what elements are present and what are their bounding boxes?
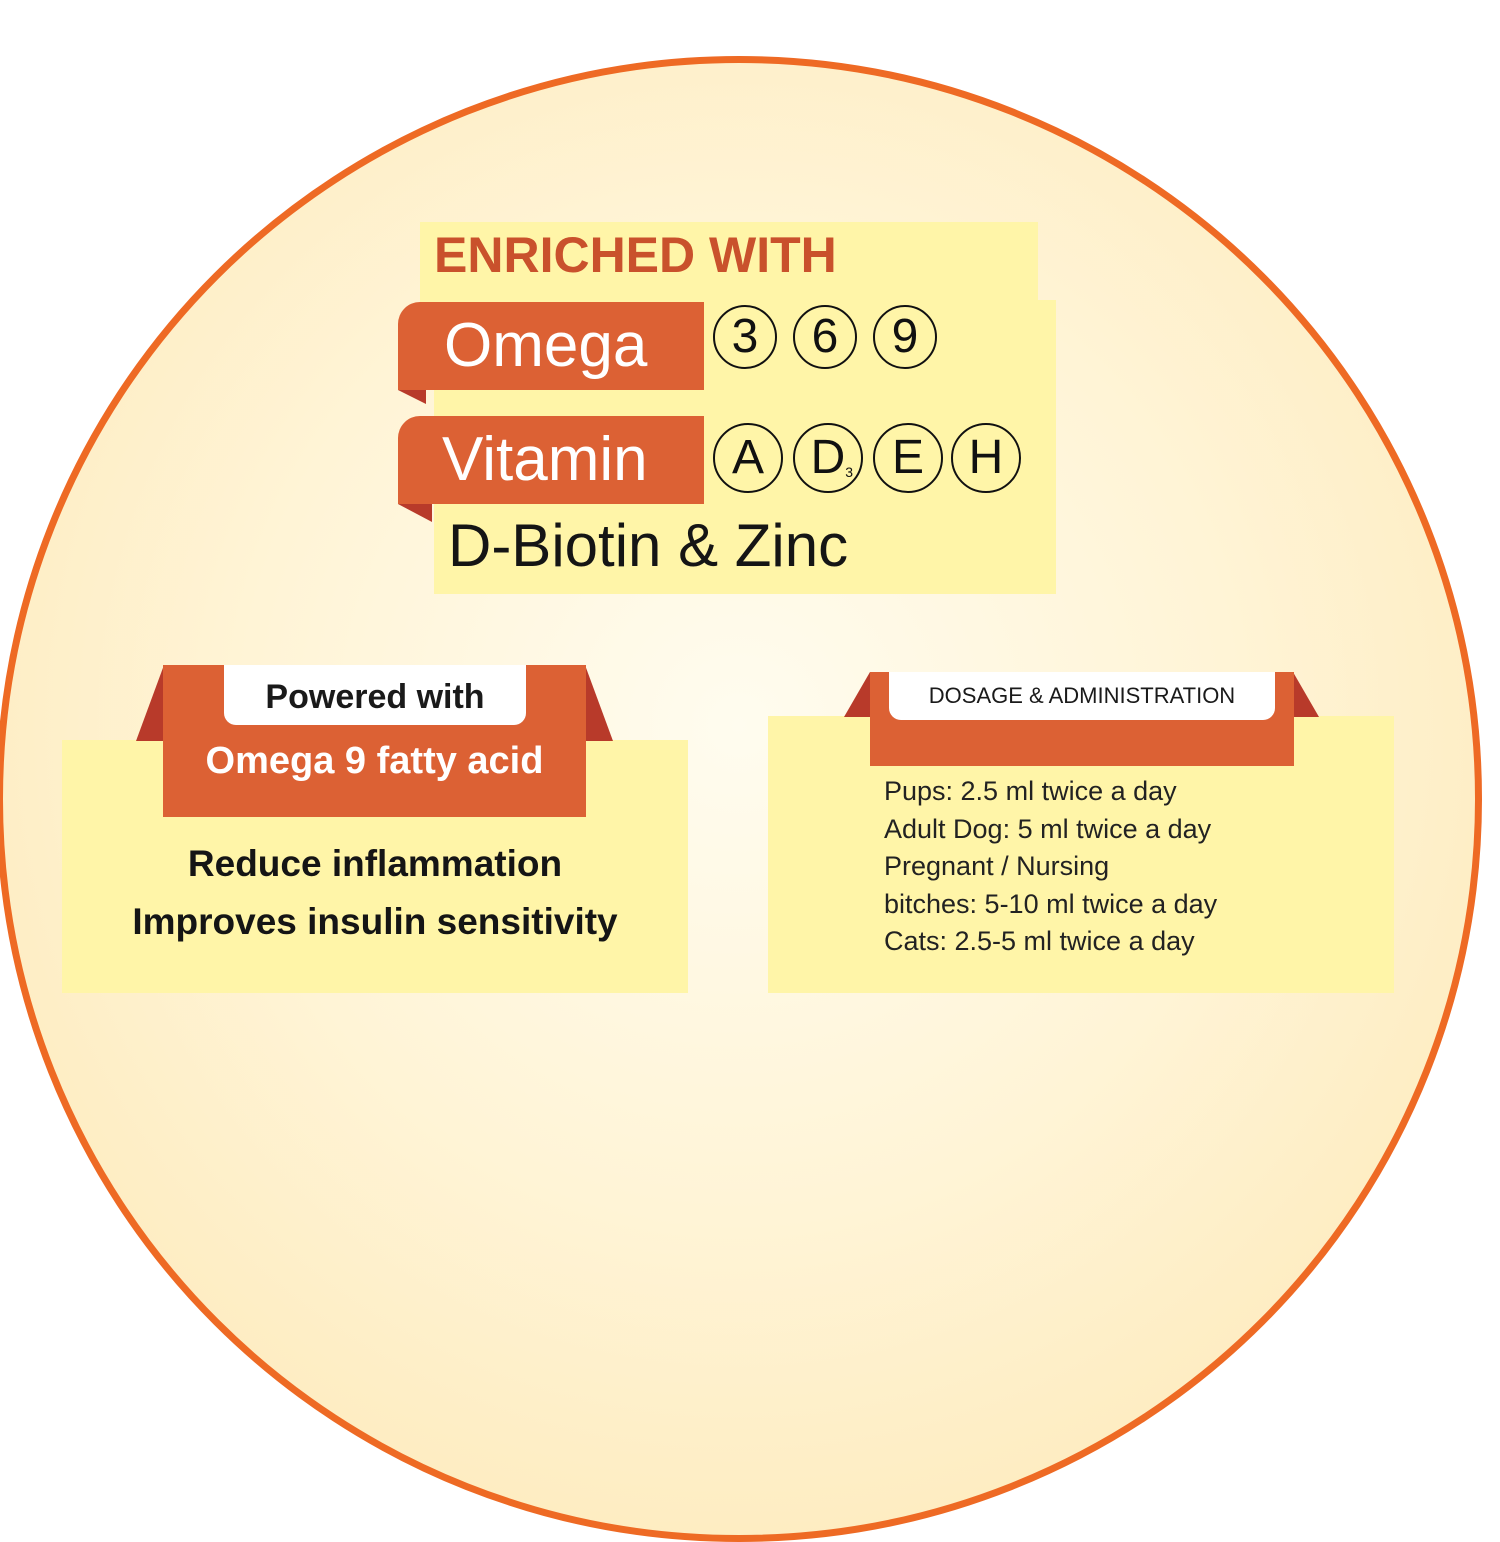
dosage-line: Cats: 2.5-5 ml twice a day [884,926,1195,956]
benefit-item: Reduce inflammation [187,843,563,884]
dosage-line: bitches: 5-10 ml twice a day [884,888,1218,919]
omega-number-badge: 6 [793,305,857,369]
omega-number-badge: 3 [713,305,777,369]
dosage-list: Pups: 2.5 ml twice a day Adult Dog: 5 ml… [884,773,1217,961]
omega-number-badge: 9 [873,305,937,369]
vitamin-label: Vitamin [442,425,648,494]
vitamin-badge: E [873,423,943,493]
omega-ribbon: Omega [398,302,704,390]
vitamin-badge: A [713,423,783,493]
omega-label: Omega [444,311,648,380]
benefit-item: Improves insulin sensitivity [132,901,618,942]
dosage-line: Adult Dog: 5 ml twice a day [884,813,1212,844]
ribbon-fold [136,665,164,741]
dosage-tab: DOSAGE & ADMINISTRATION [889,672,1275,720]
dosage-title: DOSAGE & ADMINISTRATION [928,683,1236,708]
omega9-highlight: Omega 9 fatty acid [205,740,544,782]
benefits-list: Reduce inflammation Improves insulin sen… [62,835,688,951]
enriched-heading: ENRICHED WITH [434,227,837,283]
powered-tab: Powered with [224,665,526,725]
vitamin-badge: H [951,423,1021,493]
ribbon-fold [398,390,426,404]
vitamin-letter: H [968,431,1004,484]
vitamin-ribbon: Vitamin [398,416,704,504]
ribbon-fold [844,672,870,717]
biotin-zinc-text: D-Biotin & Zinc [448,512,849,579]
vitamin-letter: E [891,431,924,484]
dosage-line: Pups: 2.5 ml twice a day [884,776,1177,806]
vitamin-letter: D [810,431,846,484]
vitamin-subscript: 3 [845,464,853,480]
ribbon-fold [1293,672,1319,717]
ribbon-fold [398,504,432,522]
ribbon-fold [585,665,613,741]
dosage-line: Pregnant / Nursing [884,851,1110,881]
vitamin-letter: A [731,431,764,484]
powered-tab-label: Powered with [265,678,485,716]
